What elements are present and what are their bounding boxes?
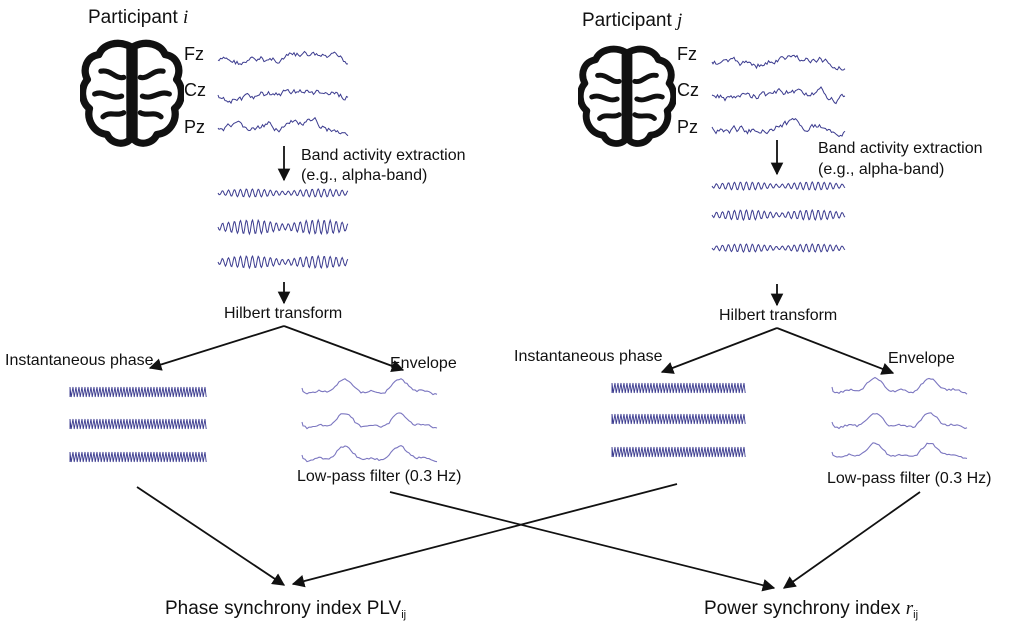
phase-trace [611,413,746,425]
participant-i-title: Participant i [88,7,189,28]
flow-arrow [283,325,405,372]
power-synchrony-index-label: Power synchrony index rij [704,598,919,621]
band-extraction-label: Band activity extraction [818,140,983,157]
envelope-label: Envelope [888,350,955,367]
phase-trace [69,418,207,430]
flow-arrow [148,325,285,371]
channel-label-cz: Cz [184,80,206,100]
channel-label-fz: Fz [677,44,697,64]
lowpass-filter-label: Low-pass filter (0.3 Hz) [827,470,992,487]
flow-arrow [782,491,921,589]
band-signal-trace [217,218,349,236]
raw-eeg-trace [217,50,349,66]
band-signal-trace [217,188,349,198]
channel-label-pz: Pz [184,117,206,137]
phase-trace [69,386,207,398]
raw-eeg-trace [217,88,349,105]
raw-eeg-trace [711,86,846,105]
band-example-label: (e.g., alpha-band) [818,161,945,178]
flow-arrow [291,483,678,588]
instantaneous-phase-label: Instantaneous phase [514,348,663,365]
flow-arrows [136,140,921,592]
participant-j-title: Participant j [582,10,683,31]
band-signal-trace [711,243,846,253]
band-example-label: (e.g., alpha-band) [301,167,428,184]
phase-trace [611,446,746,458]
band-signal-trace [217,254,349,270]
signal-traces [69,50,968,463]
flow-arrow [389,491,776,592]
brain-icon [578,45,676,147]
channel-label-pz: Pz [677,117,699,137]
band-signal-trace [711,181,846,191]
channel-label-fz: Fz [184,44,204,64]
band-extraction-label: Band activity extraction [301,147,466,164]
flow-arrow [136,486,286,586]
envelope-trace [831,412,968,430]
raw-eeg-trace [711,117,846,138]
hilbert-transform-label: Hilbert transform [719,307,838,324]
instantaneous-phase-label: Instantaneous phase [5,352,154,369]
envelope-trace [301,444,438,463]
phase-synchrony-index-label: Phase synchrony index PLVij [165,598,407,621]
band-signal-trace [711,208,846,222]
raw-eeg-trace [217,116,349,137]
envelope-trace [301,378,438,396]
flow-arrow [776,327,895,375]
envelope-trace [831,376,968,395]
envelope-label: Envelope [390,355,457,372]
raw-eeg-trace [711,54,846,71]
phase-trace [611,382,746,394]
channel-label-cz: Cz [677,80,699,100]
hilbert-transform-label: Hilbert transform [224,305,343,322]
lowpass-filter-label: Low-pass filter (0.3 Hz) [297,468,462,485]
envelope-trace [831,442,968,459]
brain-icon [80,39,184,147]
phase-trace [69,451,207,463]
envelope-trace [301,412,438,430]
flow-arrow [660,327,778,374]
